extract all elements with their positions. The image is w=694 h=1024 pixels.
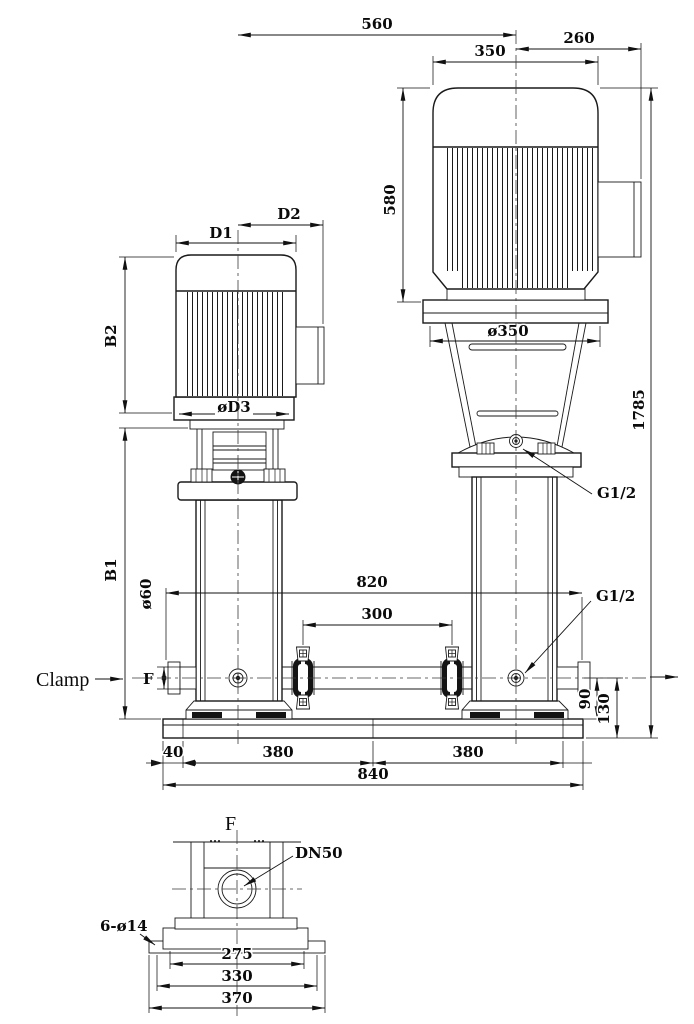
right-motor-fins xyxy=(446,148,597,271)
baseplate xyxy=(162,718,584,739)
dim-40: 40 xyxy=(163,743,184,761)
dim-phi350: ø350 xyxy=(487,322,528,340)
right-pedestal-pad xyxy=(534,712,564,718)
dim-560: 560 xyxy=(361,15,392,33)
right-head-bolt xyxy=(537,442,556,455)
dim-F-port: F xyxy=(143,670,154,688)
stool-vent-slot xyxy=(468,343,567,351)
right-pedestal-pad xyxy=(470,712,500,718)
dim-B2: B2 xyxy=(102,324,120,347)
dim-580: 580 xyxy=(381,184,399,215)
dim-380-right: 380 xyxy=(452,743,483,761)
left-pump-cylinder xyxy=(195,499,283,702)
centerlines xyxy=(132,30,646,1016)
bolt-holes-label: 6-ø14 xyxy=(100,917,148,935)
base-step xyxy=(174,917,298,930)
dim-1785: 1785 xyxy=(630,389,648,431)
dim-B1: B1 xyxy=(102,558,120,581)
left-terminal-box xyxy=(295,326,325,385)
left-pump-unit xyxy=(167,254,325,720)
dn50-label: DN50 xyxy=(295,844,343,862)
dim-380-left: 380 xyxy=(262,743,293,761)
right-terminal-box xyxy=(597,181,642,258)
view-f-title: F xyxy=(225,813,236,835)
right-head-bolt xyxy=(476,442,495,455)
left-pedestal-pad xyxy=(256,712,286,718)
left-pump-head-flange xyxy=(177,481,298,501)
left-head-bolt xyxy=(263,468,286,483)
left-head-bolt xyxy=(190,468,213,483)
dimension-annotations: 560 350 260 580 ø350 1785 D1 D2 xyxy=(35,14,679,790)
dim-D1: D1 xyxy=(209,224,232,242)
dim-130: 130 xyxy=(595,693,613,724)
dim-phi60: ø60 xyxy=(137,579,155,610)
left-motor-fins xyxy=(187,292,287,396)
right-pump-cylinder xyxy=(471,476,558,702)
clamp-label: Clamp xyxy=(36,669,89,691)
dim-90: 90 xyxy=(576,689,594,710)
stool-vent-slot xyxy=(476,410,559,417)
right-motor-stool-flange xyxy=(422,299,609,324)
dim-840: 840 xyxy=(357,765,388,783)
bottom-view-f: F DN50 6-ø14 275 330 370 xyxy=(99,812,344,1013)
vent-plug-label: G1/2 xyxy=(597,484,636,502)
dim-350: 350 xyxy=(474,42,505,60)
dim-phiD3: øD3 xyxy=(217,398,250,416)
right-pump-head-flange xyxy=(451,452,582,468)
left-coupling-guard xyxy=(212,431,267,471)
left-pedestal-pad xyxy=(192,712,222,718)
dim-275: 275 xyxy=(221,945,252,963)
dim-260: 260 xyxy=(563,29,594,47)
dim-820: 820 xyxy=(356,573,387,591)
right-pump-unit xyxy=(422,87,642,720)
dim-300: 300 xyxy=(361,605,392,623)
drain-plug-label: G1/2 xyxy=(596,587,635,605)
dim-D2: D2 xyxy=(277,205,300,223)
